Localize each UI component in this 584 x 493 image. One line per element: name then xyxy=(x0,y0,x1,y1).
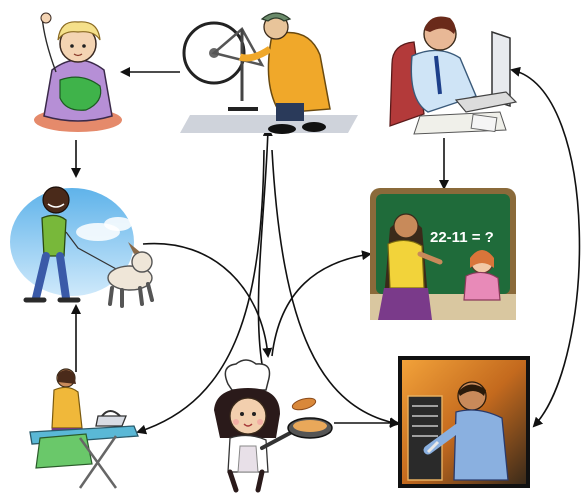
arrow-office-technician-bidirectional xyxy=(510,66,581,428)
arrow-dogwalker-to-chef xyxy=(142,242,273,358)
arrows xyxy=(71,66,581,435)
chalkboard-equation: 22-11 = ? xyxy=(430,229,494,246)
arrow-mechanic-to-technician xyxy=(271,149,400,428)
arrow-chef-to-teacher xyxy=(271,250,372,357)
office-worker-computer-icon xyxy=(389,16,518,135)
bicycle-repair-icon xyxy=(180,12,358,134)
woman-ironing-icon xyxy=(29,368,139,489)
teacher-chalkboard-icon: 22-11 = ? xyxy=(370,188,516,320)
arrow-chef-to-mechanic xyxy=(257,126,273,365)
girl-sewing-icon xyxy=(34,12,122,132)
girl-chef-pancake-icon xyxy=(214,359,333,493)
dog-walking-icon xyxy=(10,186,154,308)
arrow-mechanic-to-ironing xyxy=(136,149,265,435)
computer-technician-icon xyxy=(398,356,530,488)
